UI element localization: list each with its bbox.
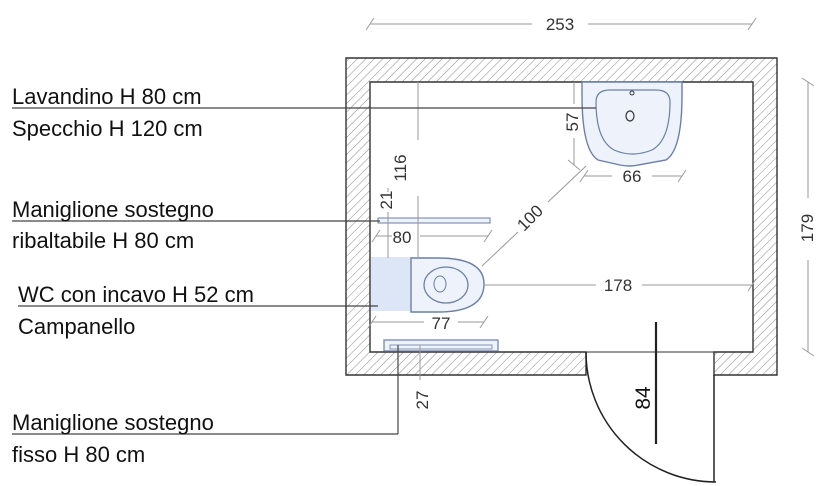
leader-lines — [12, 107, 596, 435]
dim-bar-length: 80 — [393, 228, 412, 247]
dim-sink-height: 116 — [391, 154, 410, 181]
sink-tap-icon — [629, 90, 635, 96]
dim-bar-offset: 21 — [377, 191, 396, 210]
label-fixedbar-line2: fisso H 80 cm — [12, 442, 145, 467]
label-sink-line2: Specchio H 120 cm — [12, 116, 203, 141]
label-foldbar-line1: Maniglione sostegno — [12, 197, 214, 222]
wc-bowl — [423, 266, 469, 304]
wc-body — [410, 257, 485, 313]
label-fixedbar-line1: Maniglione sostegno — [12, 410, 214, 435]
label-sink-line1: Lavandino H 80 cm — [12, 84, 202, 109]
label-wc-line2: Campanello — [18, 314, 135, 339]
annotation-labels: Lavandino H 80 cm Specchio H 120 cm Mani… — [12, 84, 254, 467]
door: 84 — [585, 322, 717, 483]
wall-hatched — [345, 57, 778, 376]
dim-width-total: 253 — [546, 15, 574, 34]
door-width-label: 84 — [632, 386, 655, 410]
dim-sink-width: 66 — [623, 167, 642, 186]
dim-sink-depth: 57 — [563, 113, 582, 132]
dim-height-total: 179 — [798, 214, 816, 242]
walls — [345, 57, 778, 376]
dim-wc-clearance: 178 — [604, 276, 632, 295]
fixed-grab-bar-inner — [389, 344, 493, 350]
sink — [581, 81, 683, 167]
sink-basin-inner — [595, 89, 671, 155]
label-wc-line1: WC con incavo H 52 cm — [18, 282, 254, 307]
sink-drain-icon — [625, 110, 635, 122]
wc-clearance-zone — [371, 257, 411, 311]
dim-fixed-bar-offset: 27 — [413, 391, 432, 410]
dim-wc-width: 77 — [432, 314, 451, 333]
fixed-grab-bar — [383, 339, 499, 352]
dim-diagonal: 100 — [513, 201, 546, 234]
inner-room-outline — [369, 81, 754, 353]
foldable-grab-bar — [377, 217, 491, 224]
door-swing-arc — [585, 351, 717, 483]
wc — [371, 257, 485, 313]
wc-bowl-inner — [433, 275, 447, 293]
label-foldbar-line2: ribaltabile H 80 cm — [12, 228, 194, 253]
dimension-lines: 253 179 57 66 116 21 80 1 — [365, 15, 816, 410]
